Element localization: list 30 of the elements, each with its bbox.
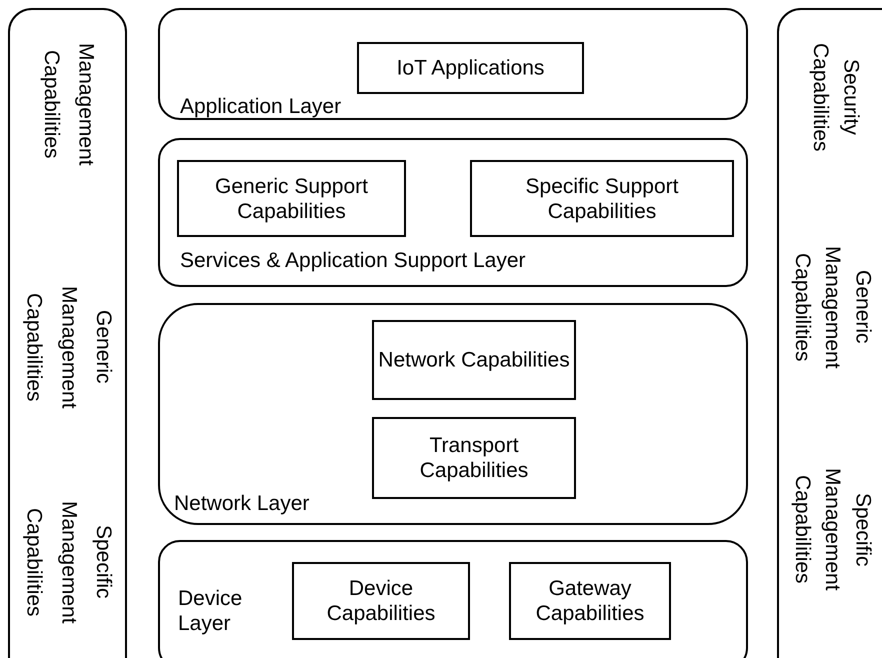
layer-panel	[158, 8, 748, 120]
capability-box	[372, 320, 576, 400]
capability-label: Generic Support Capabilities	[214, 173, 369, 224]
layer-label: Services & Application Support Layer	[180, 248, 526, 274]
capability-box	[372, 417, 576, 499]
capability-box	[470, 160, 734, 237]
layer-panel	[158, 138, 748, 287]
side-panel	[777, 8, 882, 658]
capability-label: Transport Capabilities	[418, 432, 530, 484]
capability-box	[177, 160, 406, 237]
capability-label: Specific Support Capabilities	[524, 173, 680, 224]
side-panel-label: Security Capabilities	[808, 42, 864, 154]
layer-panel	[158, 303, 748, 525]
layer-label: Network Layer	[174, 491, 310, 516]
capability-box	[509, 562, 671, 640]
side-panel-label: Management Capabilities	[39, 42, 99, 168]
layer-label: Device Layer	[178, 586, 244, 636]
side-panel-label: Specific Management Capabilities	[790, 467, 876, 593]
capability-box	[292, 562, 470, 640]
side-panel-label: Generic Management Capabilities	[790, 244, 876, 370]
capability-label: Gateway Capabilities	[534, 576, 646, 626]
layer-panel	[158, 540, 748, 658]
side-panel-label: Generic Management Capabilities	[22, 284, 116, 410]
layer-label: Application Layer	[180, 94, 342, 120]
side-panel-label: Specific Management Capabilities	[22, 500, 116, 626]
side-panel	[8, 8, 127, 658]
capability-label: Network Capabilities	[378, 347, 570, 373]
capability-label: IoT Applications	[396, 55, 546, 81]
capability-box	[357, 42, 584, 94]
capability-label: Device Capabilities	[326, 576, 436, 626]
